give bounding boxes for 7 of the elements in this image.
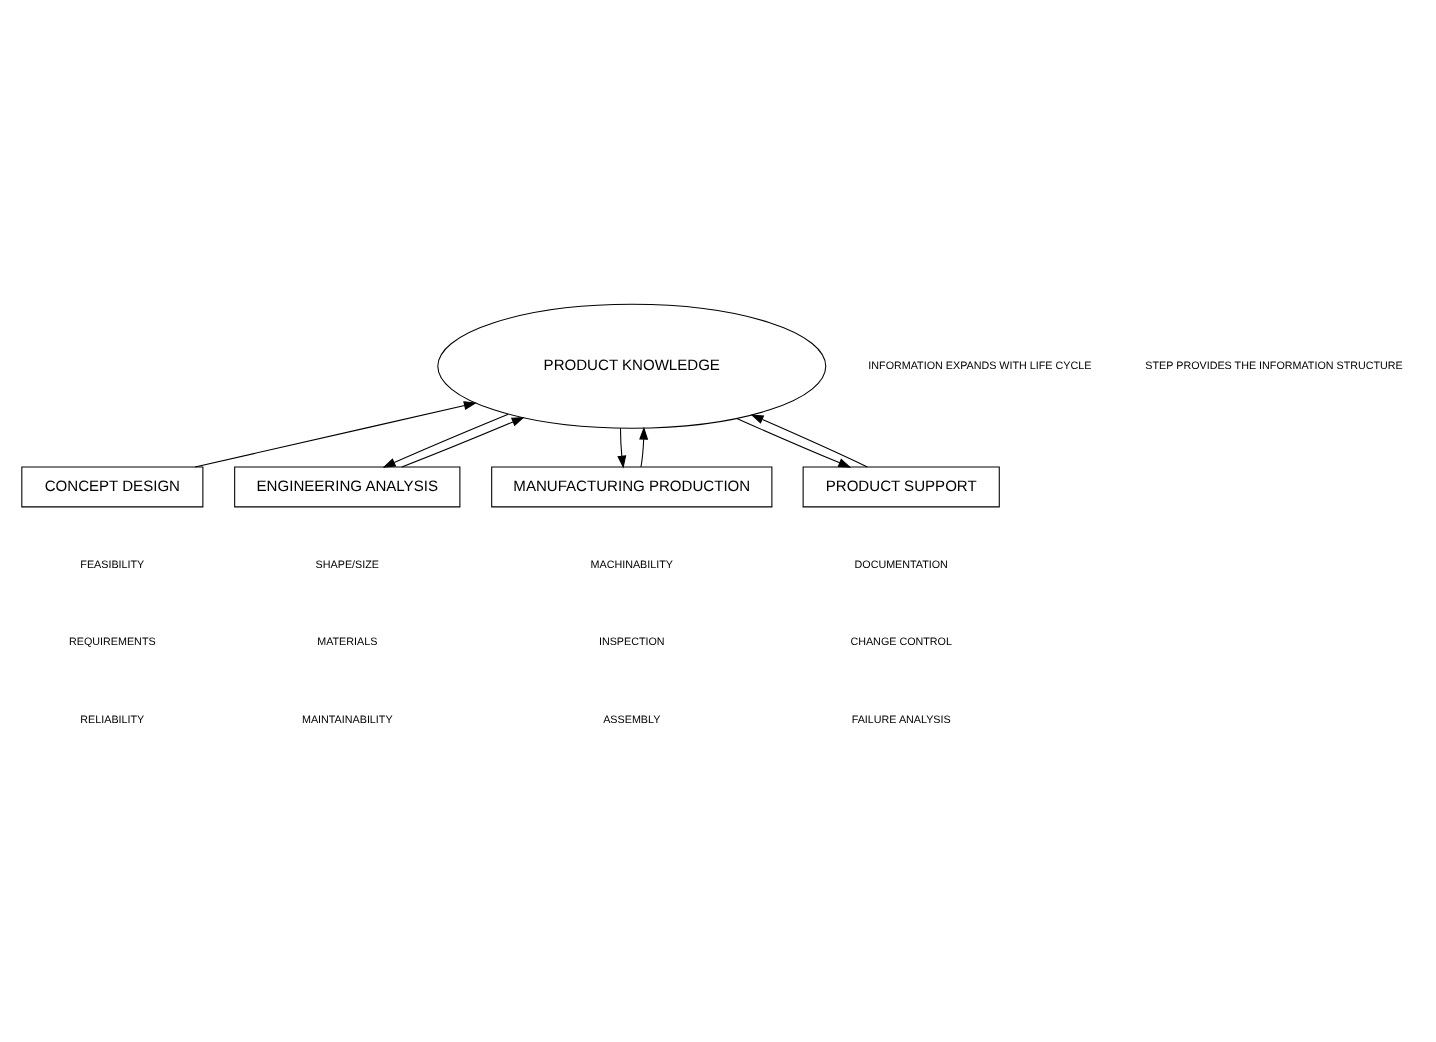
arrow xyxy=(194,400,477,467)
arrow xyxy=(639,425,649,467)
arrow xyxy=(750,413,868,467)
arrow xyxy=(382,412,509,467)
arrow xyxy=(401,416,525,467)
arrow xyxy=(617,426,627,468)
arrow xyxy=(736,416,852,467)
